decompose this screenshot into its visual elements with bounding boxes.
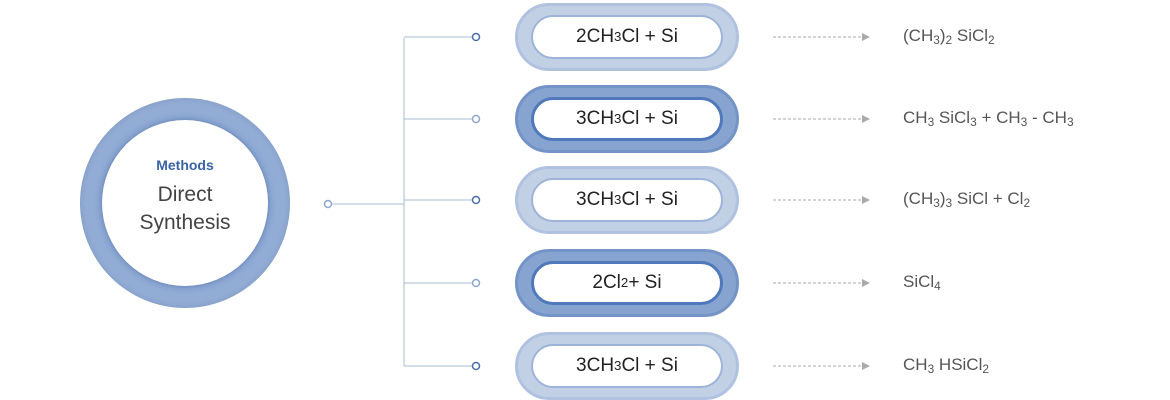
formula-text: + Si — [628, 272, 662, 293]
subscript: 3 — [970, 114, 977, 129]
formula-text: (CH — [903, 189, 934, 208]
formula-text: CH — [903, 108, 928, 127]
subscript: 3 — [933, 32, 940, 47]
formula-text: CH — [903, 355, 928, 374]
method-title-line-1: Direct — [157, 183, 213, 206]
subscript: 3 — [945, 195, 953, 210]
method-title: Direct Synthesis — [139, 181, 230, 237]
methods-label: Methods — [156, 157, 214, 173]
formula-text: (CH — [903, 26, 934, 45]
formula-text: Cl + Si — [621, 355, 678, 376]
subscript: 2 — [1023, 195, 1031, 210]
formula-text: 3CH — [576, 108, 615, 129]
formula-text: Cl + Si — [621, 108, 678, 129]
product-formula-5: CH3 HSiCl2 — [903, 355, 989, 375]
product-formula-3: (CH3)3 SiCl + Cl2 — [903, 189, 1030, 209]
formula-text: - CH — [1027, 108, 1067, 127]
subscript: 3 — [927, 361, 935, 376]
product-formula-2: CH3 SiCl3 + CH3 - CH3 — [903, 108, 1074, 128]
formula-text: 2Cl — [592, 272, 621, 293]
formula-text: ) — [939, 189, 946, 208]
subscript: 2 — [945, 32, 953, 47]
method-circle: Methods Direct Synthesis — [102, 120, 268, 286]
formula-text: + CH — [976, 108, 1021, 127]
subscript: 3 — [1020, 114, 1028, 129]
branch-dot — [471, 32, 481, 42]
branch-dot — [471, 114, 481, 124]
formula-text: Cl + Si — [621, 189, 678, 210]
formula-text: SiCl — [903, 272, 935, 291]
formula-text: 3CH — [576, 189, 615, 210]
subscript: 3 — [1066, 114, 1074, 129]
subscript: 2 — [988, 32, 995, 47]
formula-text: SiCl — [952, 26, 989, 45]
formula-text: SiCl + Cl — [952, 189, 1024, 208]
product-formula-4: SiCl4 — [903, 272, 941, 292]
branch-dot — [471, 278, 481, 288]
subscript: 2 — [982, 361, 989, 376]
subscript: 3 — [933, 195, 940, 210]
formula-text: Cl + Si — [621, 26, 678, 47]
branch-dot — [471, 361, 481, 371]
trunk-origin-dot — [323, 199, 333, 209]
method-title-line-2: Synthesis — [139, 211, 231, 234]
product-formula-1: (CH3)2 SiCl2 — [903, 26, 995, 46]
subscript: 3 — [927, 114, 935, 129]
formula-text: 3CH — [576, 355, 615, 376]
formula-text: ) — [939, 26, 946, 45]
formula-text: SiCl — [934, 108, 971, 127]
formula-text: HSiCl — [934, 355, 983, 374]
subscript: 4 — [934, 278, 941, 293]
formula-text: 2CH — [576, 26, 615, 47]
branch-dot — [471, 195, 481, 205]
